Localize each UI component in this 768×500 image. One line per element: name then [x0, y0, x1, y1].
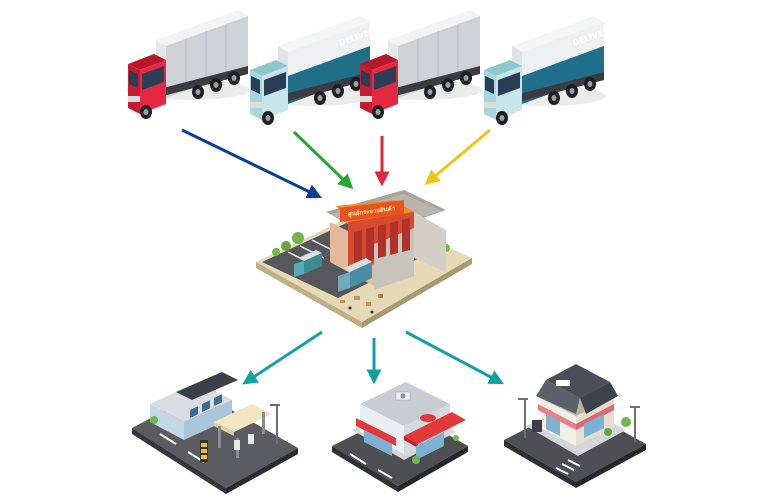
warehouse: ศูนย์กระจายสินค้า: [256, 190, 472, 328]
store-shop-awning: [332, 382, 468, 492]
store-gas-station: [132, 372, 298, 494]
arrow-warehouse-to-store-3: [405, 330, 504, 385]
arrow-truck4-to-warehouse: [424, 128, 491, 185]
arrow-warehouse-to-store-1: [242, 330, 323, 385]
truck-4: DELIVERY: [482, 16, 616, 125]
arrow-truck2-to-warehouse: [292, 130, 354, 190]
truck-1: [125, 9, 251, 120]
arrow-truck1-to-warehouse: [181, 128, 323, 199]
store-house-shop: [504, 364, 646, 488]
